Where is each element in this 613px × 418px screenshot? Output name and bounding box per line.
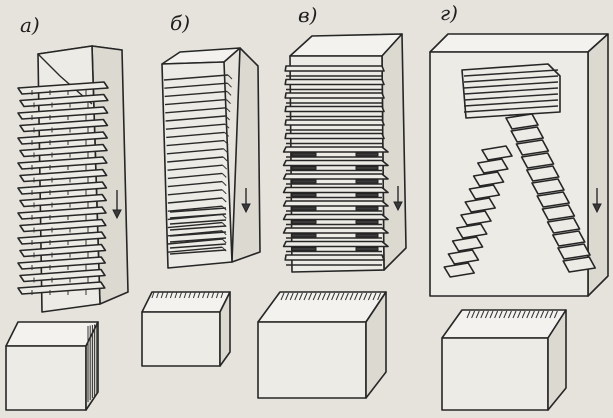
panel-b: б) xyxy=(141,11,261,367)
panel-v-label: в) xyxy=(298,3,317,27)
panel-g: г) xyxy=(429,1,609,411)
panel-a-crystal xyxy=(17,45,129,313)
panel-a: а) xyxy=(5,13,129,411)
panel-g-block xyxy=(441,309,567,411)
panel-g-crystal xyxy=(429,33,609,297)
panel-v: в) xyxy=(257,3,407,399)
panel-v-block xyxy=(257,291,387,399)
panel-g-label: г) xyxy=(440,1,458,25)
panel-b-block xyxy=(141,291,231,367)
panel-b-label: б) xyxy=(170,11,190,35)
panel-v-crystal xyxy=(282,33,407,273)
panel-a-label: а) xyxy=(20,13,40,37)
panel-a-block xyxy=(5,321,99,411)
panel-b-crystal xyxy=(161,47,261,269)
